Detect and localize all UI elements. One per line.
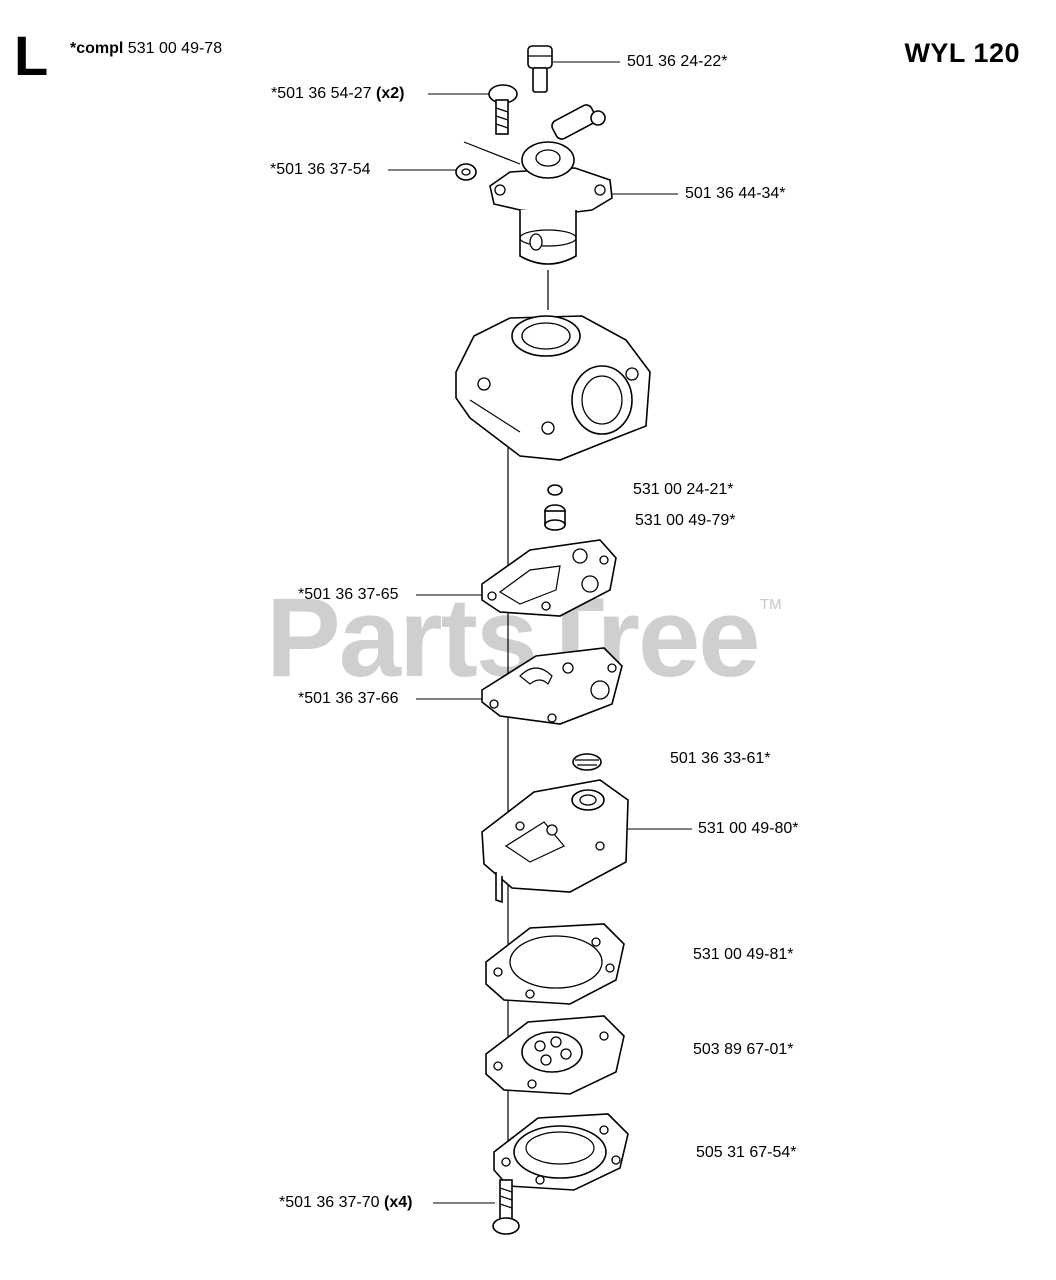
part-label-gasket-lower[interactable]: *501 36 37-66	[298, 691, 399, 707]
o-ring-part	[547, 484, 563, 496]
diaphragm-part	[485, 1015, 625, 1095]
lock-washer-part	[455, 163, 477, 181]
plug-part	[544, 504, 566, 531]
cover-screw-part	[492, 1179, 520, 1235]
model-title: WYL 120	[904, 38, 1020, 68]
metering-gasket-part	[485, 923, 625, 1005]
part-number: *501 36 37-70	[279, 1194, 384, 1211]
part-number: 501 36 24-22*	[627, 53, 728, 70]
part-number: 501 36 33-61*	[670, 750, 771, 767]
part-number: 501 36 44-34*	[685, 185, 786, 202]
filter-screen-part	[572, 753, 602, 771]
part-number: *501 36 37-65	[298, 586, 399, 603]
part-label-gasket-upper[interactable]: *501 36 37-65	[298, 587, 399, 603]
part-number: 531 00 49-80*	[698, 820, 799, 837]
screw-part	[488, 84, 518, 135]
part-number: *501 36 54-27	[271, 85, 376, 102]
carburetor-body-part	[455, 315, 651, 461]
quantity: (x4)	[383, 1194, 413, 1211]
metering-cover-part	[493, 1113, 629, 1191]
part-label-lock-washer[interactable]: *501 36 37-54	[270, 162, 371, 178]
part-number: 503 89 67-01*	[693, 1041, 794, 1058]
part-number: 531 00 49-79*	[635, 512, 736, 529]
part-label-screw-x2[interactable]: *501 36 54-27 (x2)	[271, 86, 404, 102]
section-letter: L	[14, 24, 49, 87]
compl-prefix: *compl	[70, 40, 124, 57]
part-label-screw-adjust[interactable]: 501 36 24-22*	[627, 54, 728, 70]
part-label-plug[interactable]: 531 00 49-79*	[635, 513, 736, 529]
compl-number: 531 00 49-78	[127, 40, 223, 57]
part-number: 505 31 67-54*	[696, 1144, 797, 1161]
part-label-filter-screen[interactable]: 501 36 33-61*	[670, 751, 771, 767]
pump-body-part	[481, 779, 629, 904]
part-label-metering-cover[interactable]: 505 31 67-54*	[696, 1145, 797, 1161]
throttle-cover-part	[463, 104, 613, 265]
adjusting-screw-part	[527, 45, 553, 93]
gasket-lower-part	[481, 647, 623, 725]
part-number: 531 00 49-81*	[693, 946, 794, 963]
quantity: (x2)	[375, 85, 405, 102]
complete-assembly-number: *compl 531 00 49-78	[70, 40, 222, 58]
watermark-tm: TM	[760, 596, 782, 613]
part-label-cover-screw-x4[interactable]: *501 36 37-70 (x4)	[279, 1195, 412, 1211]
part-label-o-ring[interactable]: 531 00 24-21*	[633, 482, 734, 498]
part-number: *501 36 37-54	[270, 161, 371, 178]
gasket-upper-part	[481, 539, 617, 617]
part-label-throttle-cover[interactable]: 501 36 44-34*	[685, 186, 786, 202]
part-label-metering-gasket[interactable]: 531 00 49-81*	[693, 947, 794, 963]
part-label-pump-body[interactable]: 531 00 49-80*	[698, 821, 799, 837]
part-number: 531 00 24-21*	[633, 481, 734, 498]
part-number: *501 36 37-66	[298, 690, 399, 707]
part-label-diaphragm[interactable]: 503 89 67-01*	[693, 1042, 794, 1058]
